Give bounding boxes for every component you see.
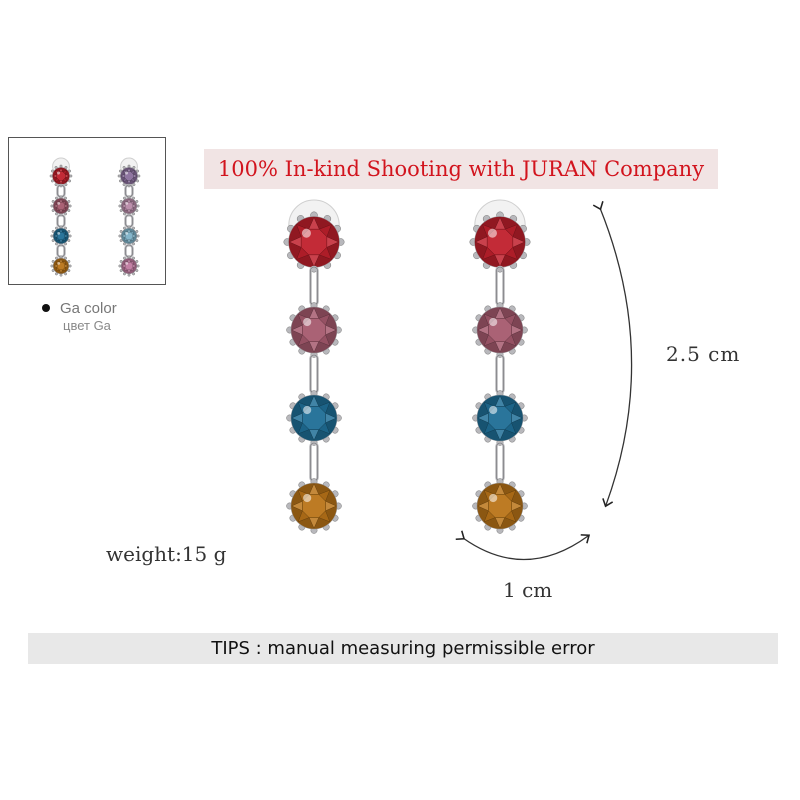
color-thumbnail[interactable] [8, 137, 166, 285]
tips-bar: TIPS : manual measuring permissible erro… [28, 633, 778, 664]
gem-1 [50, 195, 72, 217]
right-earring [469, 199, 531, 534]
chain-link [495, 265, 505, 307]
gem-3 [472, 478, 528, 534]
height-arrow-icon [592, 201, 633, 508]
thumb-earring-left [49, 157, 73, 277]
swatch-label-ru: цвет Ga [63, 318, 111, 333]
gem-0 [469, 211, 531, 273]
gem-1 [472, 302, 528, 358]
chain-link [309, 353, 319, 395]
gem-3 [118, 255, 140, 277]
gem-3 [286, 478, 342, 534]
thumbnail-earrings-image [49, 157, 141, 277]
gem-3 [50, 255, 72, 277]
gem-2 [118, 225, 140, 247]
gem-2 [472, 390, 528, 446]
gem-2 [286, 390, 342, 446]
chain-link [495, 353, 505, 395]
company-banner: 100% In-kind Shooting with JURAN Company [204, 149, 718, 189]
color-swatch-option[interactable]: Ga color цвет Ga [42, 300, 117, 333]
left-earring [283, 199, 345, 534]
gem-0 [117, 164, 141, 188]
gem-0 [283, 211, 345, 273]
chain-link [309, 441, 319, 483]
width-arrow-icon [455, 530, 591, 561]
width-dimension: 1 cm [503, 578, 553, 602]
swatch-label: Ga color [60, 300, 117, 317]
gem-2 [50, 225, 72, 247]
gem-1 [286, 302, 342, 358]
chain-link [309, 265, 319, 307]
chain-link [495, 441, 505, 483]
weight-label: weight:15 g [106, 542, 227, 566]
gem-0 [49, 164, 73, 188]
thumb-earring-right [117, 157, 141, 277]
bullet-icon [42, 304, 50, 313]
height-dimension: 2.5 cm [666, 342, 741, 366]
